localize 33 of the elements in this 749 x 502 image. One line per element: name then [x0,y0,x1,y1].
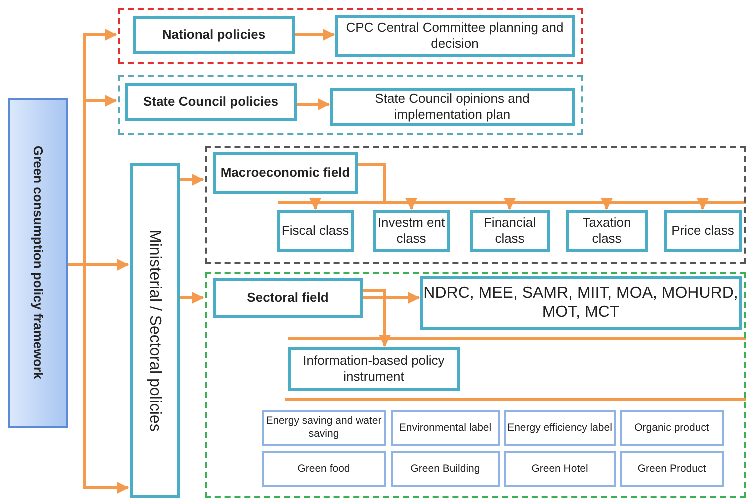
label-box: Energy saving and water saving [262,410,386,446]
policy-box: CPC Central Committee planning and decision [335,15,575,57]
dashed-group-frame [205,272,746,498]
policy-box: Information-based policy instrument [288,347,460,391]
framework-box: Green consumption policy framework [8,98,68,428]
arrow [363,292,420,304]
policy-box: State Council opinions and implementation plan [330,88,575,126]
label-box: Environmental label [391,410,500,446]
arrow [180,174,204,186]
policy-box: Ministerial / Sectoral policies [130,163,180,498]
arrow [297,98,330,110]
label-box: Green Building [391,451,500,487]
dashed-group-frame [118,8,583,64]
label-box: Green Product [620,451,724,487]
policy-box: Taxation class [566,210,648,252]
label-box: Green Hotel [504,451,616,487]
policy-box: Price class [664,210,742,252]
policy-box: Financial class [470,210,550,252]
arrow [180,292,204,304]
label-box: Green food [262,451,386,487]
policy-box: NDRC, MEE, SAMR, MIIT, MOA, MOHURD, MOT, MCT [420,276,742,330]
policy-box: Fiscal class [277,210,354,252]
label-box: Energy efficiency label [504,410,616,446]
dashed-group-frame [118,75,583,135]
policy-box: Investm ent class [373,210,450,252]
policy-box: Macroeconomic field [213,152,358,194]
arrow [295,29,336,41]
policy-box: State Council policies [125,83,297,121]
label-box: Organic product [620,410,724,446]
arrow [363,290,391,348]
dashed-group-frame [205,146,746,264]
policy-box: National policies [133,16,295,54]
policy-box: Sectoral field [213,278,363,318]
